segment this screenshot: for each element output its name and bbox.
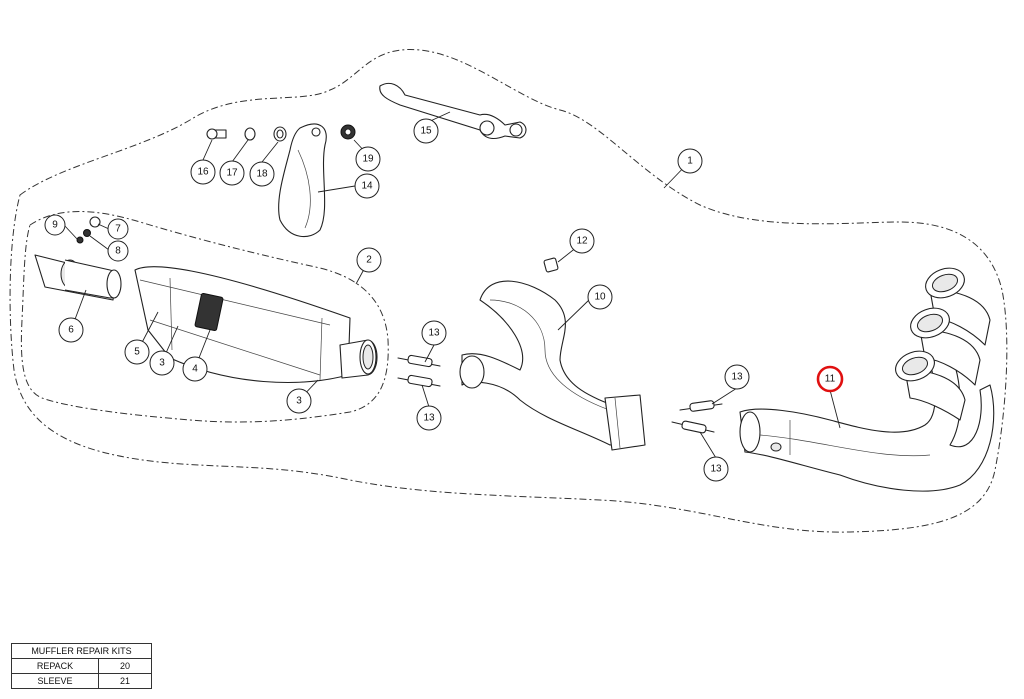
callout-13: 13 bbox=[421, 320, 447, 346]
kit-name: SLEEVE bbox=[11, 673, 99, 689]
kits-title: MUFFLER REPAIR KITS bbox=[11, 643, 152, 659]
callout-19: 19 bbox=[355, 146, 381, 172]
svg-text:11: 11 bbox=[825, 374, 836, 385]
clip-part bbox=[543, 257, 559, 273]
svg-text:13: 13 bbox=[731, 372, 743, 383]
callout-6: 6 bbox=[58, 317, 84, 343]
bracket-part bbox=[379, 82, 527, 140]
hardware-parts bbox=[206, 124, 356, 142]
svg-text:6: 6 bbox=[68, 325, 74, 336]
svg-text:3: 3 bbox=[296, 396, 302, 407]
callout-5: 5 bbox=[124, 339, 150, 365]
svg-text:7: 7 bbox=[115, 224, 121, 235]
callout-13: 13 bbox=[724, 364, 750, 390]
callout-16: 16 bbox=[190, 159, 216, 185]
svg-text:1: 1 bbox=[687, 156, 693, 167]
callout-13: 13 bbox=[703, 456, 729, 482]
kits-title-row: MUFFLER REPAIR KITS bbox=[11, 643, 152, 659]
callout-14: 14 bbox=[354, 173, 380, 199]
svg-text:13: 13 bbox=[423, 413, 435, 424]
callout-18: 18 bbox=[249, 161, 275, 187]
svg-text:17: 17 bbox=[226, 168, 238, 179]
svg-text:19: 19 bbox=[362, 154, 374, 165]
kits-row-sleeve: SLEEVE 21 bbox=[11, 673, 152, 689]
callout-bubbles: 1 2 3 3 4 5 6 7 8 9 10 11 12 13 13 13 13… bbox=[44, 118, 844, 482]
springs-left bbox=[397, 354, 441, 388]
callout-1: 1 bbox=[677, 148, 703, 174]
callout-8: 8 bbox=[107, 240, 129, 262]
svg-text:13: 13 bbox=[710, 464, 722, 475]
callout-7: 7 bbox=[107, 218, 129, 240]
callout-2: 2 bbox=[356, 247, 382, 273]
muffler-body bbox=[134, 266, 378, 383]
callout-13: 13 bbox=[416, 405, 442, 431]
svg-text:15: 15 bbox=[420, 126, 432, 137]
callout-9: 9 bbox=[44, 214, 66, 236]
svg-text:13: 13 bbox=[428, 328, 440, 339]
kits-row-repack: REPACK 20 bbox=[11, 658, 152, 674]
svg-text:12: 12 bbox=[576, 236, 588, 247]
kit-name: REPACK bbox=[11, 658, 99, 674]
callout-17: 17 bbox=[219, 160, 245, 186]
callout-11: 11 bbox=[816, 365, 844, 393]
full-system-boundary bbox=[9, 49, 1008, 533]
callout-15: 15 bbox=[413, 118, 439, 144]
header-collector-part bbox=[739, 267, 995, 492]
callout-3: 3 bbox=[149, 350, 175, 376]
svg-text:16: 16 bbox=[197, 167, 209, 178]
svg-text:4: 4 bbox=[192, 364, 198, 375]
svg-text:3: 3 bbox=[159, 358, 165, 369]
small-fasteners bbox=[76, 216, 101, 244]
callout-4: 4 bbox=[182, 356, 208, 382]
callout-10: 10 bbox=[587, 284, 613, 310]
svg-text:5: 5 bbox=[134, 347, 140, 358]
link-pipe-part bbox=[459, 280, 646, 451]
svg-text:18: 18 bbox=[256, 169, 268, 180]
header-flanges bbox=[895, 267, 965, 382]
svg-text:2: 2 bbox=[366, 255, 372, 266]
end-cap-part bbox=[34, 254, 122, 301]
kit-number: 20 bbox=[98, 658, 152, 674]
muffler-repair-kits-table: MUFFLER REPAIR KITS REPACK 20 SLEEVE 21 bbox=[11, 643, 152, 689]
hanger-strap-part bbox=[278, 123, 327, 238]
springs-right bbox=[671, 400, 723, 434]
callout-12: 12 bbox=[569, 228, 595, 254]
svg-text:9: 9 bbox=[52, 220, 58, 231]
callout-3: 3 bbox=[286, 388, 312, 414]
muffler-assembly-boundary bbox=[20, 211, 389, 423]
kit-number: 21 bbox=[98, 673, 152, 689]
svg-text:8: 8 bbox=[115, 246, 121, 257]
svg-text:10: 10 bbox=[594, 292, 606, 303]
svg-text:14: 14 bbox=[361, 181, 373, 192]
